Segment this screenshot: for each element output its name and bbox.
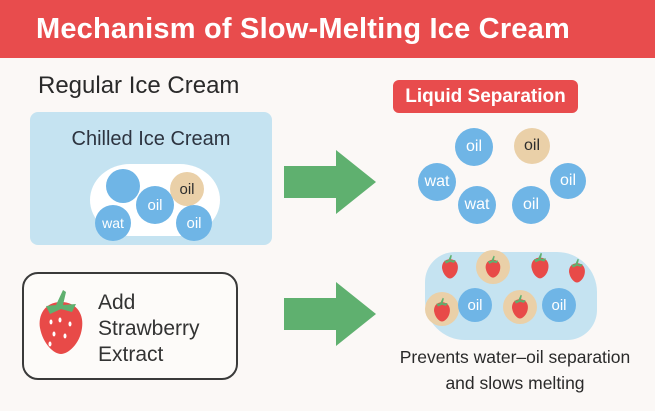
oil-bubble: oil	[512, 186, 550, 224]
strawberry-icon	[531, 252, 549, 279]
water-bubble: wat	[95, 205, 131, 241]
strawberry-icon	[512, 294, 528, 319]
strawberry-icon	[569, 258, 585, 283]
oil-bubble: oil	[136, 186, 174, 224]
strawberry-icon	[485, 255, 501, 278]
add-strawberry-extract-label: Add Strawberry Extract	[98, 291, 200, 366]
oil-bubble: oil	[458, 288, 492, 322]
water-bubble: wat	[458, 186, 496, 224]
water-bubble	[106, 169, 140, 203]
chilled-ice-cream-title: Chilled Ice Cream	[71, 128, 231, 150]
oil-bubble: oil	[455, 128, 493, 166]
result-description: Prevents water–oil separation and slows …	[399, 347, 631, 393]
oil-bubble: oil	[176, 205, 212, 241]
regular-ice-cream-label: Regular Ice Cream	[38, 72, 240, 99]
strawberry-icon	[442, 254, 458, 279]
arrow-right-icon	[284, 150, 376, 214]
strawberry-icon	[39, 290, 83, 354]
arrow-right-icon	[284, 282, 376, 346]
oil-droplet-bubble: oil	[170, 172, 204, 206]
add-strawberry-extract-card: Add Strawberry Extract	[22, 272, 238, 380]
water-bubble: wat	[418, 163, 456, 201]
title-banner: Mechanism of Slow-Melting Ice Cream	[0, 0, 655, 58]
chilled-ice-cream-panel: Chilled Ice Cream oil oil wat oil	[30, 112, 272, 245]
oil-bubble: oil	[550, 163, 586, 199]
page-title: Mechanism of Slow-Melting Ice Cream	[36, 12, 570, 45]
oil-bubble: oil	[542, 288, 576, 322]
strawberry-icon	[434, 297, 450, 322]
liquid-separation-badge: Liquid Separation	[393, 80, 578, 113]
oil-droplet-bubble: oil	[514, 128, 550, 164]
